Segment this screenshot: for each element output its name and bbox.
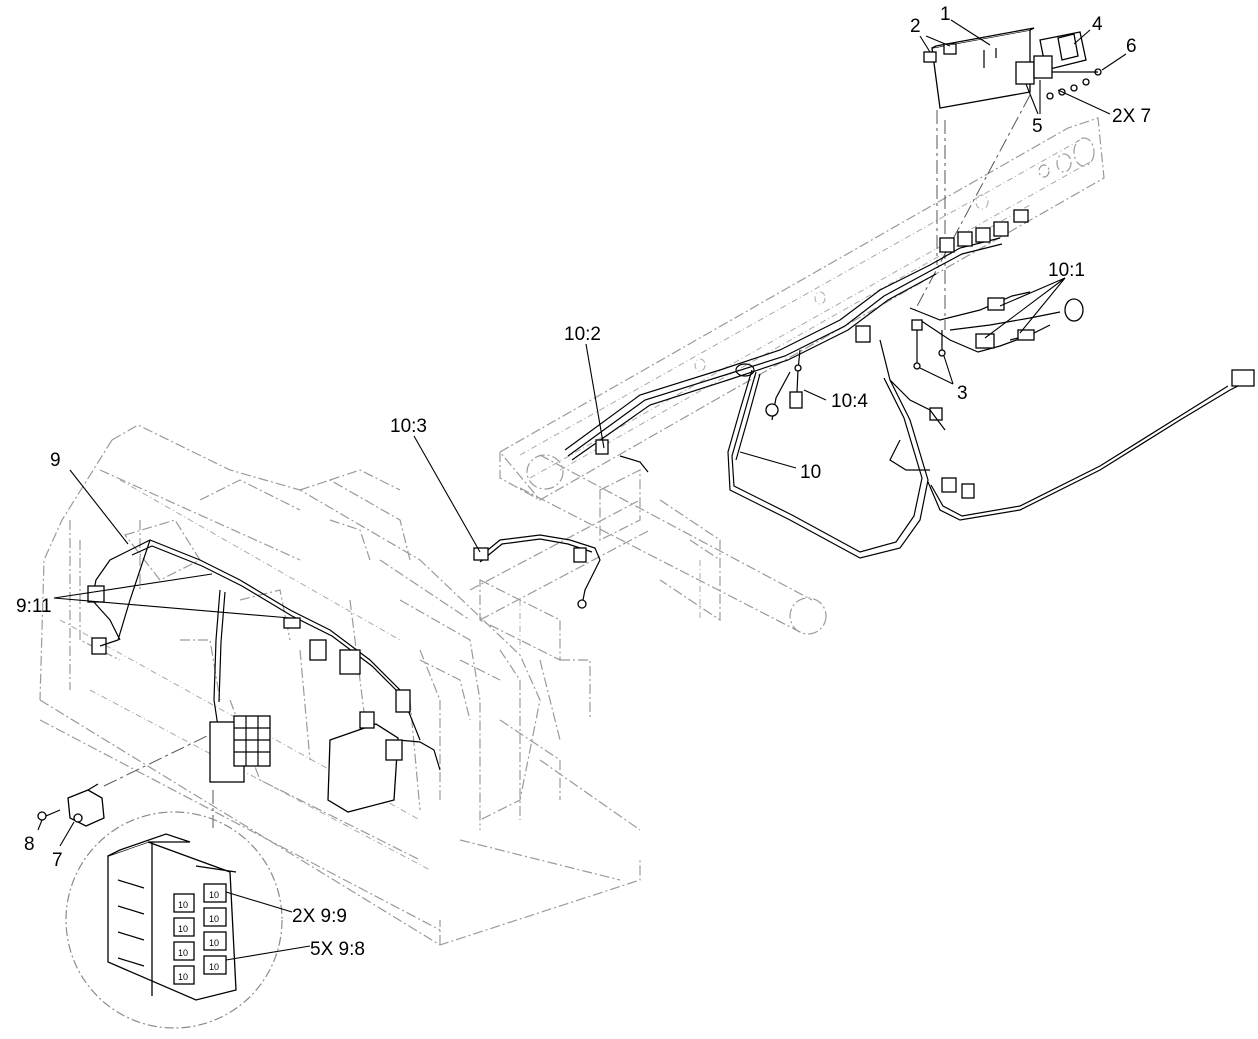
fuse-rating-label: 10 bbox=[209, 890, 219, 900]
callout-5: 5 bbox=[1032, 116, 1043, 137]
far-connector bbox=[1231, 369, 1255, 387]
callout-2x7: 2X 7 bbox=[1112, 106, 1151, 127]
callout-labels: 1 2 4 6 2X 7 5 10:1 3 10:2 10:4 10 10:3 … bbox=[16, 4, 1151, 960]
fuse-rating-label: 10 bbox=[178, 900, 188, 910]
callout-4: 4 bbox=[1092, 14, 1103, 35]
controller-module bbox=[327, 723, 399, 813]
fuse-block-detail-view: 10 10 10 10 10 10 10 10 bbox=[65, 811, 283, 1029]
fuse-rating-label: 10 bbox=[178, 948, 188, 958]
fuse-rating-label: 10 bbox=[209, 938, 219, 948]
callout-9-11: 9:11 bbox=[16, 596, 52, 617]
callout-9: 9 bbox=[50, 450, 61, 471]
connector-10-1-a bbox=[987, 297, 1005, 311]
mid-harness-10-3 bbox=[473, 534, 601, 609]
callout-2: 2 bbox=[910, 16, 921, 37]
harness-connector-a bbox=[939, 237, 955, 253]
callout-1: 1 bbox=[940, 4, 951, 25]
connector-10-1-b bbox=[975, 333, 995, 349]
relay-b bbox=[1033, 55, 1053, 79]
harness-connector-b bbox=[957, 231, 973, 247]
clip-a bbox=[923, 51, 937, 63]
harness-connector-e bbox=[1013, 209, 1029, 223]
relay-a bbox=[1015, 61, 1035, 85]
front-wire-harness bbox=[87, 539, 441, 813]
callout-6: 6 bbox=[1126, 36, 1137, 57]
fuse-rating-label: 10 bbox=[209, 962, 219, 972]
screw-8 bbox=[37, 809, 61, 821]
multi-pin-connector bbox=[233, 715, 271, 767]
connector-10-1-c bbox=[1064, 298, 1084, 322]
clip-b bbox=[943, 43, 957, 55]
connector-10-3 bbox=[473, 547, 489, 561]
rear-wire-harness bbox=[564, 209, 1255, 559]
fuse-holder-7 bbox=[67, 783, 105, 827]
callout-leader-lines bbox=[37, 19, 1127, 961]
mounting-bracket-assembly bbox=[923, 27, 1102, 109]
callout-3: 3 bbox=[957, 383, 968, 404]
harness-connector-d bbox=[993, 221, 1009, 237]
fuse-rating-label: 10 bbox=[209, 914, 219, 924]
callout-2x9-9: 2X 9:9 bbox=[292, 906, 347, 927]
callout-8: 8 bbox=[24, 834, 35, 855]
callout-10-4: 10:4 bbox=[831, 391, 868, 412]
harness-connector-c bbox=[975, 227, 991, 243]
callout-7: 7 bbox=[52, 850, 63, 871]
callout-10-1: 10:1 bbox=[1048, 260, 1085, 281]
callout-10-3: 10:3 bbox=[390, 416, 427, 437]
vehicle-frame-phantom bbox=[39, 117, 1105, 946]
connector-10-2 bbox=[595, 439, 609, 455]
callout-5x9-8: 5X 9:8 bbox=[310, 939, 365, 960]
callout-10: 10 bbox=[800, 462, 821, 483]
connector-10-4 bbox=[789, 391, 803, 409]
fuse-rating-label: 10 bbox=[178, 924, 188, 934]
fuse-rating-label: 10 bbox=[178, 972, 188, 982]
callout-10-2: 10:2 bbox=[564, 324, 601, 345]
